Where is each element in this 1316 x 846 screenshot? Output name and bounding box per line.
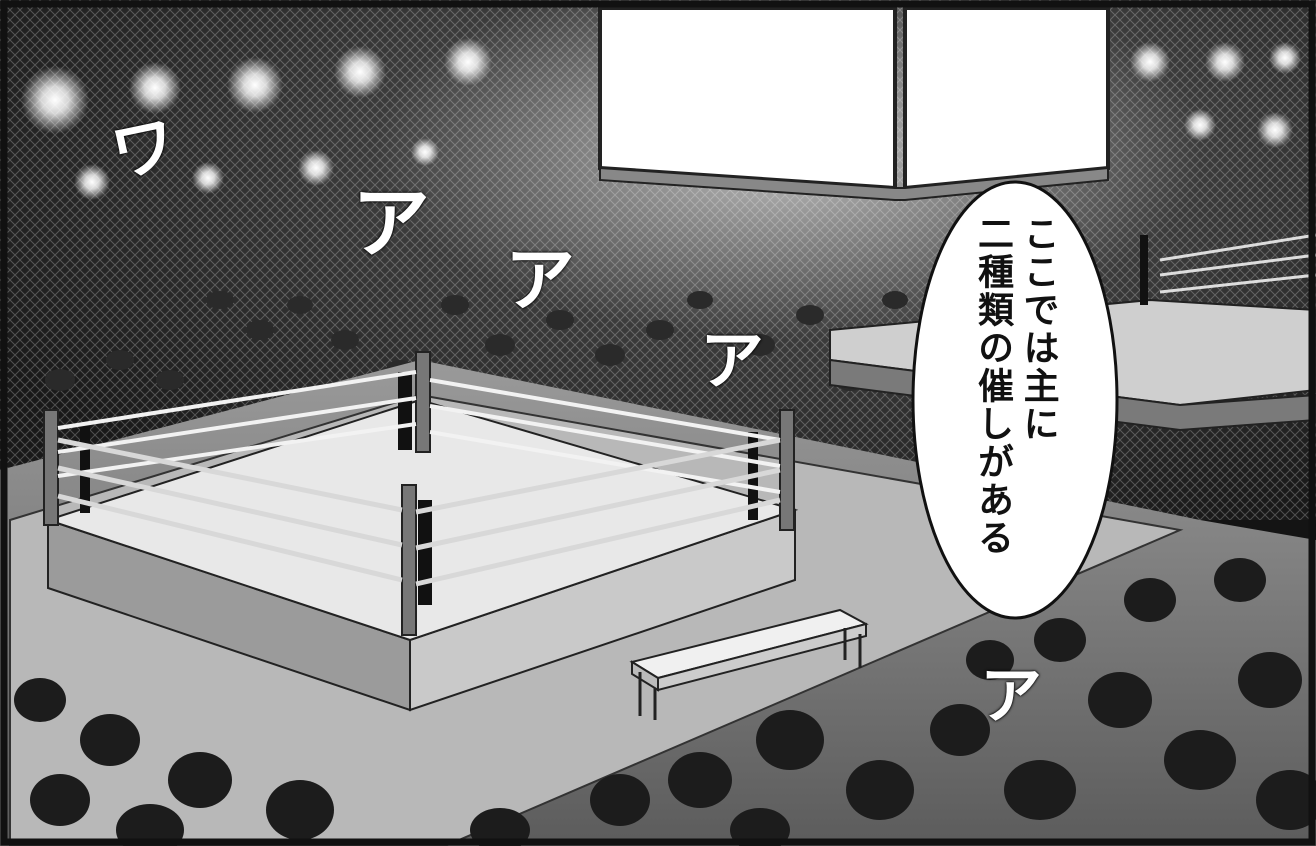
sfx-a-4: ア bbox=[980, 659, 1043, 732]
crowd-foreground bbox=[14, 558, 1316, 846]
speech-bubble-text: ここでは主に 二種類の催しがある bbox=[955, 215, 1075, 585]
sfx-wa: ワ bbox=[105, 107, 183, 193]
ringside-bench bbox=[629, 608, 869, 720]
sfx-a-1: ア bbox=[352, 179, 431, 269]
hanging-screens bbox=[598, 6, 1110, 201]
sfx-a-2: ア bbox=[505, 239, 575, 321]
sfx-a-3: ア bbox=[700, 325, 764, 399]
crowd-back bbox=[45, 291, 908, 391]
main-ring bbox=[43, 351, 799, 712]
speech-line-2: 二種類の催しがある bbox=[972, 215, 1013, 557]
speech-line-1: ここでは主に bbox=[1017, 215, 1059, 443]
arena-lights bbox=[21, 38, 1301, 200]
speech-bubble bbox=[911, 180, 1119, 620]
